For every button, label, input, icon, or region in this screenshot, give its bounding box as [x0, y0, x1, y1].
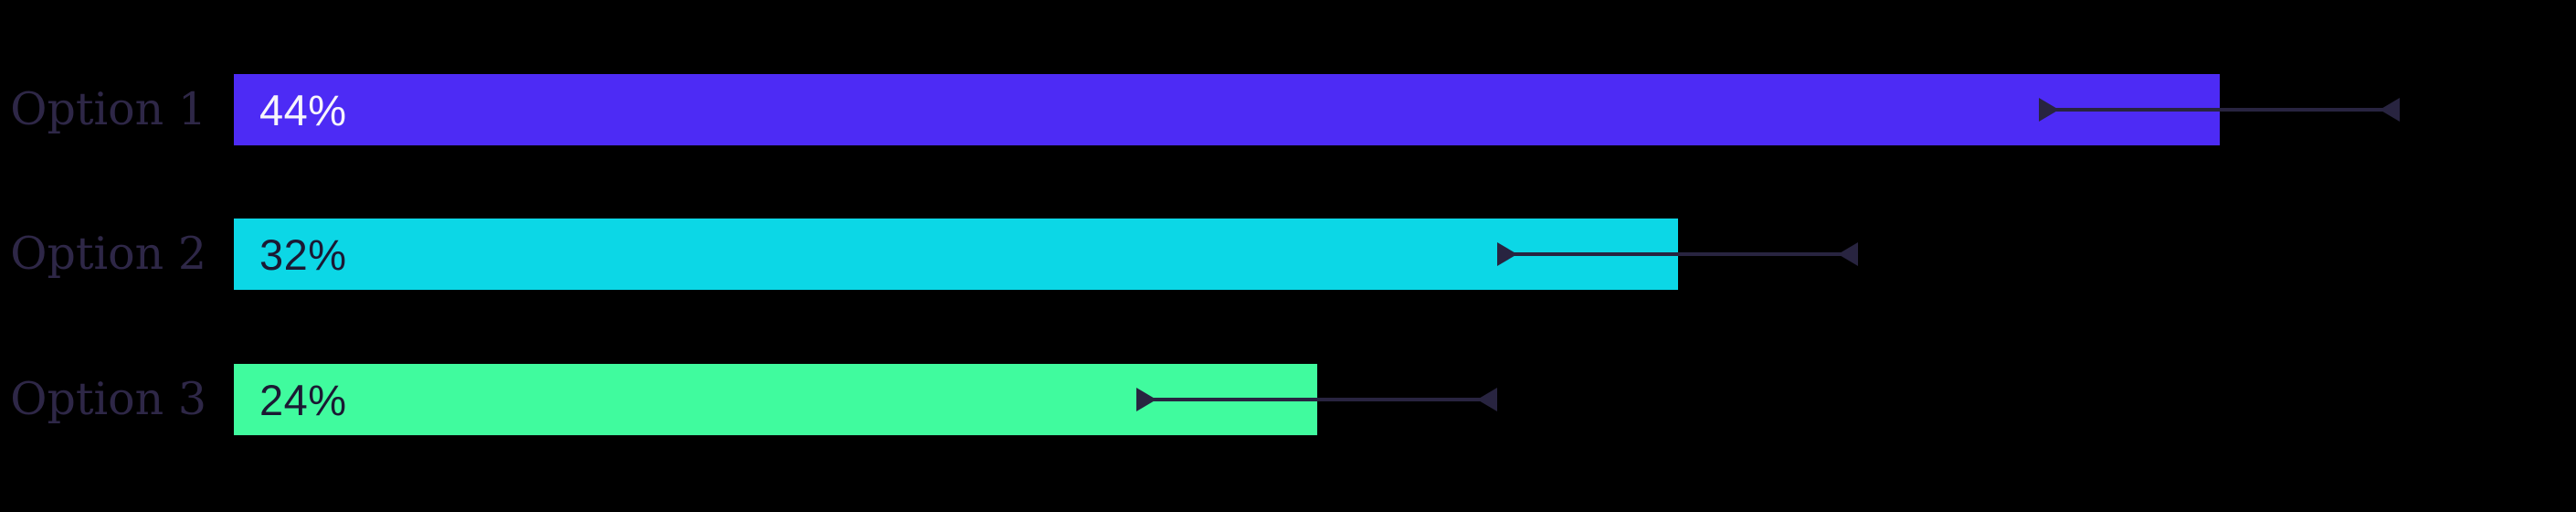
value-label: 24% — [259, 376, 347, 424]
bar-area: 32% — [234, 219, 2576, 290]
bar-area: 44% — [234, 74, 2576, 145]
bar-row-option-1: Option 1 44% — [0, 74, 2576, 145]
bar: 44% — [234, 74, 2220, 145]
error-bar — [1497, 242, 1858, 266]
error-bar — [2039, 98, 2400, 122]
arrow-left-icon — [1838, 242, 1858, 266]
bar-row-option-2: Option 2 32% — [0, 219, 2576, 290]
arrow-right-icon — [2039, 98, 2059, 122]
arrow-left-icon — [2380, 98, 2400, 122]
arrow-left-icon — [1477, 388, 1497, 411]
category-label: Option 2 — [10, 228, 206, 280]
arrow-right-icon — [1136, 388, 1156, 411]
bar-row-option-3: Option 3 24% — [0, 364, 2576, 435]
value-label: 44% — [259, 86, 347, 134]
bar: 32% — [234, 219, 1678, 290]
bar-area: 24% — [234, 364, 2576, 435]
category-label: Option 1 — [10, 83, 206, 135]
arrow-right-icon — [1497, 242, 1517, 266]
error-bar — [1136, 388, 1497, 411]
value-label: 32% — [259, 230, 347, 279]
error-line — [1499, 252, 1856, 256]
error-line — [1138, 398, 1495, 401]
category-label: Option 3 — [10, 373, 206, 425]
error-line — [2041, 108, 2398, 112]
